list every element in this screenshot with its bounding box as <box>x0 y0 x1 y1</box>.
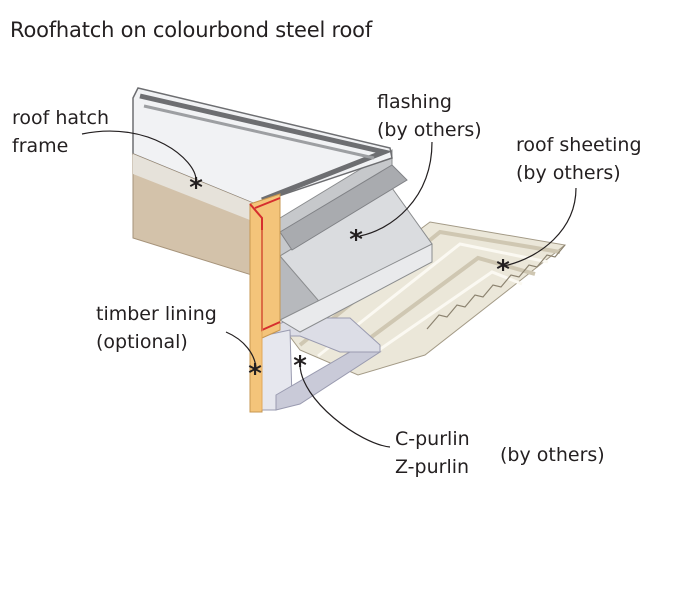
flashing <box>278 149 433 333</box>
leader-lines <box>81 130 577 448</box>
label-line: (optional) <box>96 331 188 353</box>
asterisk-marker: * <box>248 359 262 389</box>
label-line: Z-purlin <box>395 456 470 478</box>
roof-hatch-frame <box>132 87 393 277</box>
leader-sheeting <box>503 187 577 267</box>
asterisk-marker: * <box>349 225 363 255</box>
label-line: frame <box>12 135 69 157</box>
label-line: (by others) <box>516 162 621 184</box>
label-roof-hatch-frame: roof hatch frame <box>12 104 109 160</box>
asterisk-markers: * * * * * <box>189 173 510 389</box>
label-flashing: flashing (by others) <box>377 88 482 144</box>
label-line: C-purlin <box>395 428 470 450</box>
diagram-title: Roofhatch on colourbond steel roof <box>10 18 373 42</box>
label-roof-sheeting: roof sheeting (by others) <box>516 131 642 187</box>
label-purlin-note: (by others) <box>500 444 605 466</box>
asterisk-marker: * <box>189 173 203 203</box>
leader-flashing <box>359 141 433 237</box>
purlin <box>260 317 382 411</box>
label-timber-lining: timber lining (optional) <box>96 300 217 356</box>
label-purlin: C-purlin Z-purlin <box>395 425 470 481</box>
leader-frame <box>81 130 197 181</box>
label-line: timber lining <box>96 303 217 325</box>
timber-lining <box>249 193 281 413</box>
label-line: roof hatch <box>12 107 109 129</box>
label-line: (by others) <box>377 119 482 141</box>
label-line: roof sheeting <box>516 134 642 156</box>
asterisk-marker: * <box>496 255 510 285</box>
leader-purlin <box>299 363 391 448</box>
label-line: flashing <box>377 91 452 113</box>
asterisk-marker: * <box>293 351 307 381</box>
leader-timber <box>225 331 257 369</box>
